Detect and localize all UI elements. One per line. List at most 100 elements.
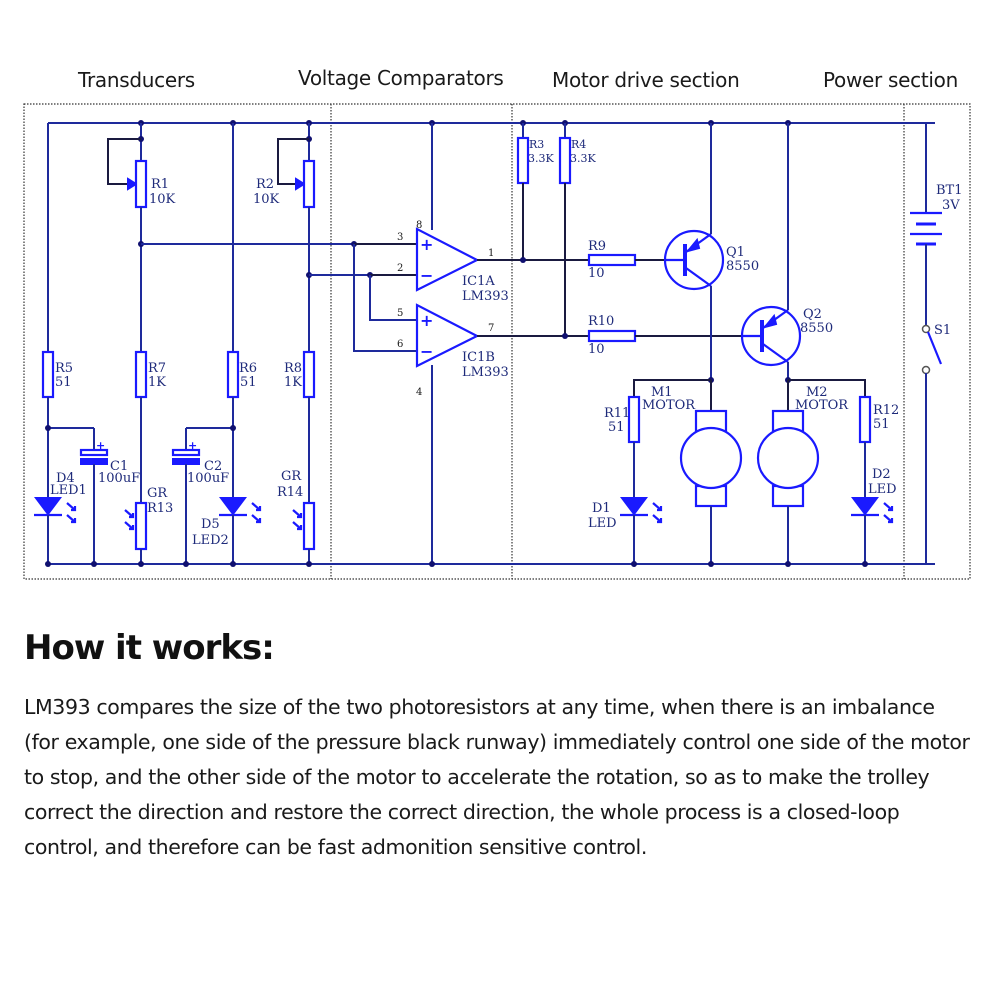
ic1a-plus: + bbox=[420, 235, 433, 254]
r9-ref: R9 bbox=[588, 239, 606, 254]
r11-ref: R11 bbox=[604, 406, 630, 421]
comparator-ic1a bbox=[415, 227, 480, 292]
r7-ref: R7 bbox=[148, 361, 166, 376]
resistor-r5 bbox=[41, 350, 55, 399]
pin-3: 3 bbox=[397, 232, 403, 243]
resistor-r7 bbox=[134, 350, 148, 399]
r2-value: 10K bbox=[253, 192, 280, 207]
comparators-section: + − IC1A LM393 3 2 8 1 + − IC1B LM393 5 … bbox=[141, 120, 590, 567]
c2-ref: C2 bbox=[204, 459, 222, 474]
led-d1-icon bbox=[620, 497, 648, 516]
pin-4: 4 bbox=[416, 387, 422, 398]
ic1b-minus: − bbox=[420, 342, 433, 361]
svg-text:+: + bbox=[188, 439, 197, 452]
r11-value: 51 bbox=[608, 420, 625, 435]
led-d5-icon bbox=[219, 497, 247, 516]
potentiometer-r1 bbox=[134, 159, 148, 209]
photoresistor-r13 bbox=[134, 501, 148, 551]
resistor-r11 bbox=[627, 395, 641, 444]
ic1b-plus: + bbox=[420, 311, 433, 330]
r5-ref: R5 bbox=[55, 361, 73, 376]
r13-type: GR bbox=[147, 486, 168, 501]
motor-drive-section: R3 3.3K R4 3.3K R9 10 R10 10 Q1 8550 bbox=[516, 120, 899, 567]
circuit-schematic: R5 51 D4 LED1 + C1 100uF R1 10K R7 1K GR… bbox=[23, 103, 971, 580]
led-d2-icon bbox=[851, 497, 879, 516]
battery-bt1-icon bbox=[910, 211, 942, 246]
r12-ref: R12 bbox=[873, 403, 899, 418]
r6-value: 51 bbox=[240, 375, 257, 390]
r1-value: 10K bbox=[149, 192, 176, 207]
r3-value: 3.3K bbox=[528, 152, 554, 165]
resistor-r12 bbox=[858, 395, 872, 444]
d5-ref: D5 bbox=[201, 517, 220, 532]
pin-1: 1 bbox=[488, 248, 494, 259]
led-d4-icon bbox=[34, 497, 62, 516]
q2-ref: Q2 bbox=[803, 307, 822, 322]
r1-ref: R1 bbox=[151, 177, 169, 192]
c1-ref: C1 bbox=[110, 459, 128, 474]
d2-ref: D2 bbox=[872, 467, 891, 482]
r9-value: 10 bbox=[588, 266, 605, 281]
section-label-transducers: Transducers bbox=[78, 68, 195, 92]
m1-ref: M1 bbox=[651, 385, 673, 400]
section-label-voltage-comparators: Voltage Comparators bbox=[298, 66, 504, 90]
q1-ref: Q1 bbox=[726, 245, 745, 260]
r8-value: 1K bbox=[284, 375, 302, 390]
r12-value: 51 bbox=[873, 417, 890, 432]
d1-value: LED bbox=[588, 516, 617, 531]
r6-ref: R6 bbox=[239, 361, 257, 376]
r4-value: 3.3K bbox=[570, 152, 596, 165]
m2-value: MOTOR bbox=[795, 398, 849, 413]
comparator-ic1b bbox=[415, 303, 480, 368]
resistor-r9 bbox=[587, 253, 637, 267]
power-section: BT1 3V S1 bbox=[910, 122, 963, 565]
motor-m1 bbox=[679, 426, 743, 490]
c2-value: 100uF bbox=[187, 471, 229, 486]
r7-value: 1K bbox=[148, 375, 166, 390]
pin-6: 6 bbox=[397, 339, 403, 350]
r10-ref: R10 bbox=[588, 314, 614, 329]
c1-value: 100uF bbox=[98, 471, 140, 486]
r3-ref: R3 bbox=[529, 138, 544, 151]
resistor-r4 bbox=[558, 136, 572, 185]
r14-ref: R14 bbox=[277, 485, 303, 500]
photoresistor-r14 bbox=[302, 501, 316, 551]
pin-7: 7 bbox=[488, 323, 494, 334]
switch-s1-icon bbox=[921, 324, 943, 375]
resistor-r6 bbox=[226, 350, 240, 399]
d4-ref: D4 bbox=[56, 471, 75, 486]
resistor-r3 bbox=[516, 136, 530, 185]
s1-ref: S1 bbox=[934, 323, 951, 338]
r13-ref: R13 bbox=[147, 501, 173, 516]
r14-type: GR bbox=[281, 469, 302, 484]
section-label-power: Power section bbox=[823, 68, 958, 92]
d1-ref: D1 bbox=[592, 501, 611, 516]
bt1-ref: BT1 bbox=[936, 183, 963, 198]
potentiometer-r2 bbox=[302, 159, 316, 209]
capacitor-c2 bbox=[171, 448, 201, 457]
r10-value: 10 bbox=[588, 342, 605, 357]
ic1a-minus: − bbox=[420, 266, 433, 285]
how-it-works-title: How it works: bbox=[24, 628, 275, 668]
bt1-value: 3V bbox=[942, 198, 960, 213]
ic1a-value: LM393 bbox=[462, 289, 509, 304]
section-borders bbox=[23, 103, 971, 580]
r8-ref: R8 bbox=[284, 361, 302, 376]
ic1b-value: LM393 bbox=[462, 365, 509, 380]
ic1a-ref: IC1A bbox=[462, 274, 495, 289]
pin-5: 5 bbox=[397, 308, 403, 319]
r4-ref: R4 bbox=[571, 138, 586, 151]
resistor-r10 bbox=[587, 329, 637, 343]
how-it-works-body: LM393 compares the size of the two photo… bbox=[24, 695, 970, 859]
q2-value: 8550 bbox=[800, 321, 833, 336]
q1-value: 8550 bbox=[726, 259, 759, 274]
r5-value: 51 bbox=[55, 375, 72, 390]
m2-ref: M2 bbox=[806, 385, 828, 400]
d4-value: LED1 bbox=[50, 483, 87, 498]
resistor-r8 bbox=[302, 350, 316, 399]
section-label-motor-drive: Motor drive section bbox=[552, 68, 740, 92]
pin-8: 8 bbox=[416, 220, 422, 231]
m1-value: MOTOR bbox=[642, 398, 696, 413]
svg-text:+: + bbox=[96, 439, 105, 452]
d2-value: LED bbox=[868, 482, 897, 497]
